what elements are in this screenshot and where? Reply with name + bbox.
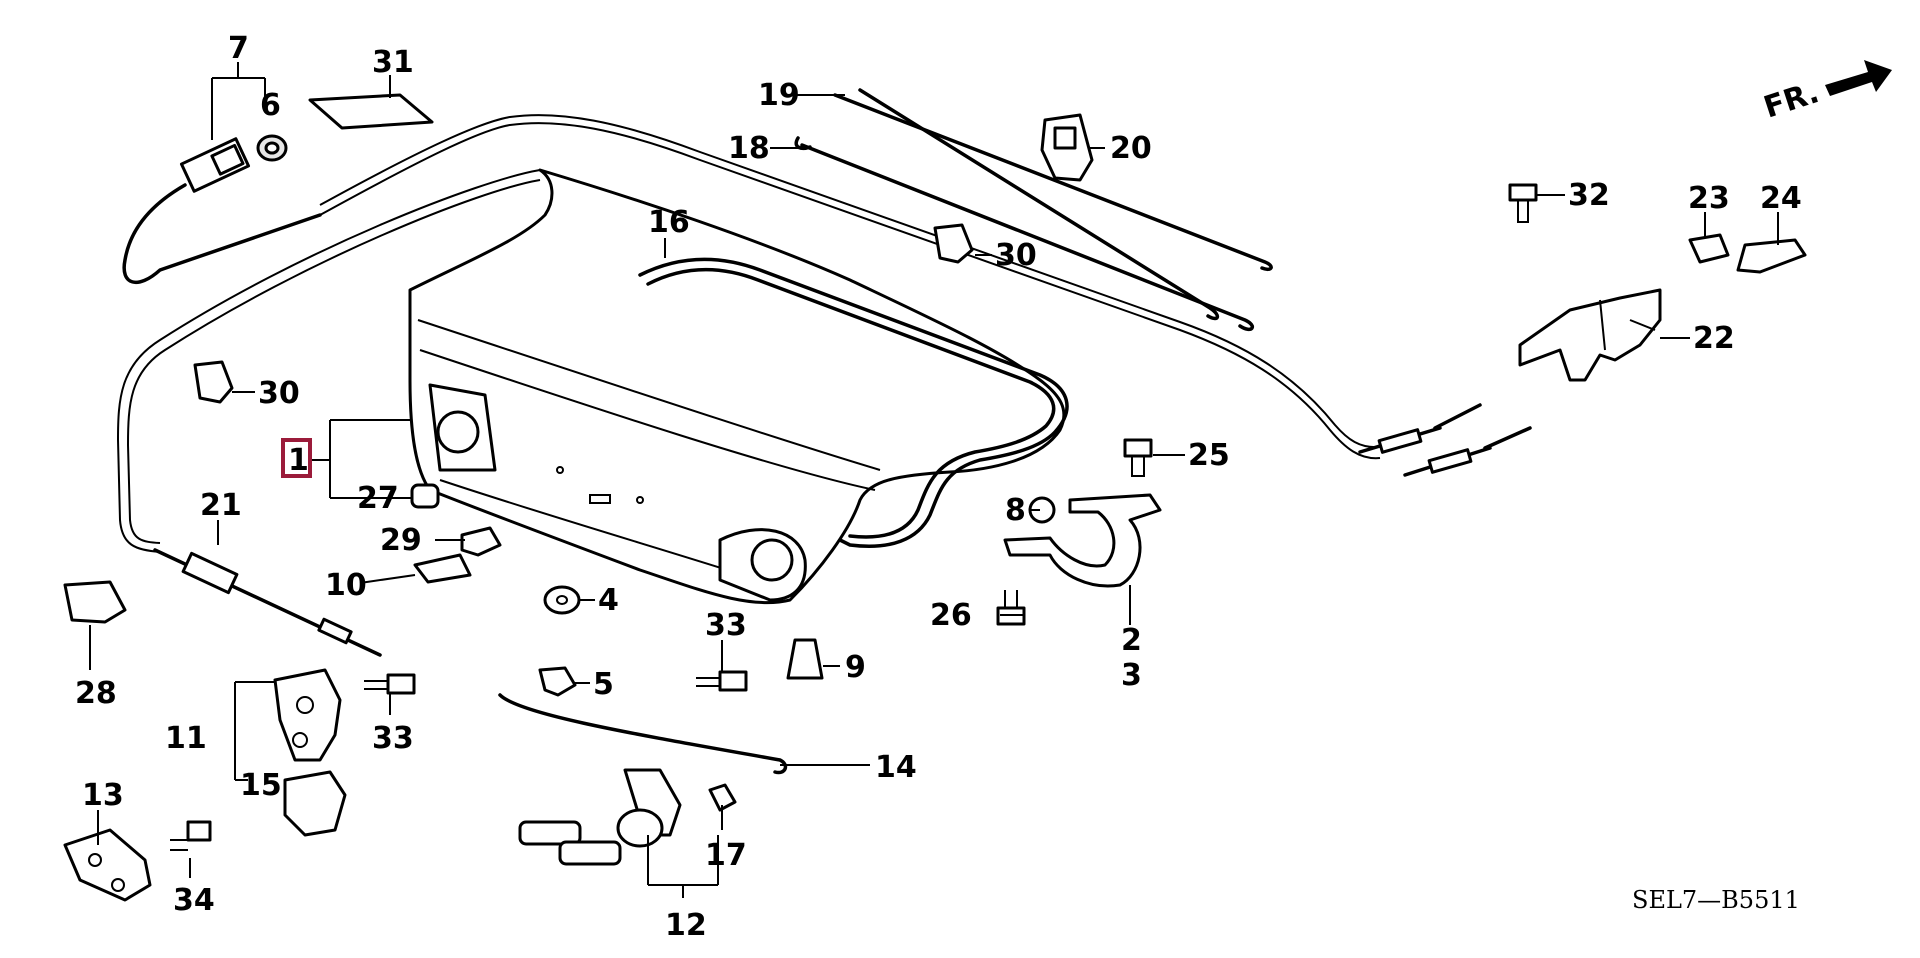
clip-20 <box>1040 113 1094 182</box>
callout-15[interactable]: 15 <box>240 768 282 803</box>
callout-20[interactable]: 20 <box>1110 131 1152 166</box>
callout-17[interactable]: 17 <box>705 838 747 873</box>
opener-cable-routing <box>116 114 1381 553</box>
callout-30-upper[interactable]: 30 <box>995 238 1037 273</box>
clip-30-upper <box>933 223 974 264</box>
clip-30-left <box>193 360 234 404</box>
key-cylinder-12 <box>518 768 682 866</box>
callout-1[interactable]: 1 <box>288 443 309 478</box>
cover-29 <box>460 526 502 557</box>
callout-31[interactable]: 31 <box>372 45 414 80</box>
callout-11[interactable]: 11 <box>165 721 207 756</box>
callout-25[interactable]: 25 <box>1188 438 1230 473</box>
bolt-26 <box>996 590 1026 626</box>
pad-31 <box>308 93 434 130</box>
callout-33-center[interactable]: 33 <box>705 608 747 643</box>
weatherstrip <box>638 257 1069 548</box>
callout-2[interactable]: 2 <box>1121 623 1142 658</box>
front-direction-indicator: FR. <box>1760 60 1892 126</box>
callout-labels: 1 2 3 4 5 6 7 8 9 10 11 12 13 14 15 16 1… <box>75 31 1802 943</box>
bolt-34 <box>170 820 212 851</box>
cover-15 <box>283 770 347 837</box>
callout-13[interactable]: 13 <box>82 778 124 813</box>
callout-6[interactable]: 6 <box>260 88 281 123</box>
callout-30-left[interactable]: 30 <box>258 376 300 411</box>
callout-21[interactable]: 21 <box>200 488 242 523</box>
callout-33-left[interactable]: 33 <box>372 721 414 756</box>
callout-24[interactable]: 24 <box>1760 181 1802 216</box>
callout-29[interactable]: 29 <box>380 523 422 558</box>
callout-23[interactable]: 23 <box>1688 181 1730 216</box>
callout-9[interactable]: 9 <box>845 650 866 685</box>
hinge-2-3 <box>1003 493 1162 588</box>
rod-14 <box>498 693 788 775</box>
striker-13 <box>63 828 152 902</box>
callout-14[interactable]: 14 <box>875 750 917 785</box>
callout-18[interactable]: 18 <box>728 131 770 166</box>
callout-7[interactable]: 7 <box>228 31 249 66</box>
callout-8[interactable]: 8 <box>1005 493 1026 528</box>
callout-3[interactable]: 3 <box>1121 658 1142 693</box>
switch-7 <box>122 137 322 285</box>
opener-cable-ends <box>1358 403 1532 477</box>
grommet-6 <box>256 134 288 162</box>
nut-17 <box>708 783 737 812</box>
callout-26[interactable]: 26 <box>930 598 972 633</box>
plate-23 <box>1688 233 1730 264</box>
light-10 <box>413 553 472 584</box>
cable-21 <box>153 548 382 657</box>
latch-11 <box>273 668 342 762</box>
callout-32[interactable]: 32 <box>1568 178 1610 213</box>
callout-34[interactable]: 34 <box>173 883 215 918</box>
bumper-9 <box>786 638 824 680</box>
diagram-code: SEL7—B5511 <box>1632 886 1800 914</box>
callout-1-highlight <box>281 438 312 478</box>
callout-5[interactable]: 5 <box>593 667 614 702</box>
callout-4[interactable]: 4 <box>598 583 619 618</box>
plate-24 <box>1736 238 1807 274</box>
callout-27[interactable]: 27 <box>357 481 399 516</box>
leader-lines <box>89 62 1779 898</box>
callout-16[interactable]: 16 <box>648 205 690 240</box>
trunk-lid <box>408 168 1066 605</box>
front-arrow-icon <box>1825 60 1892 96</box>
bolt-32 <box>1508 183 1538 223</box>
callout-12[interactable]: 12 <box>665 908 707 943</box>
callout-19[interactable]: 19 <box>758 78 800 113</box>
bolt-33-center <box>696 670 748 692</box>
clip-5 <box>538 666 577 697</box>
bumper-27 <box>410 483 440 509</box>
clip-28 <box>63 580 127 624</box>
callout-22[interactable]: 22 <box>1693 321 1735 356</box>
direction-label: FR. <box>1760 75 1824 125</box>
bolt-33-left <box>364 673 416 695</box>
latch-22 <box>1518 288 1662 382</box>
callout-10[interactable]: 10 <box>325 568 367 603</box>
callout-28[interactable]: 28 <box>75 676 117 711</box>
bolt-25 <box>1123 438 1153 477</box>
grommet-4 <box>543 585 581 615</box>
support-rods <box>794 88 1273 332</box>
